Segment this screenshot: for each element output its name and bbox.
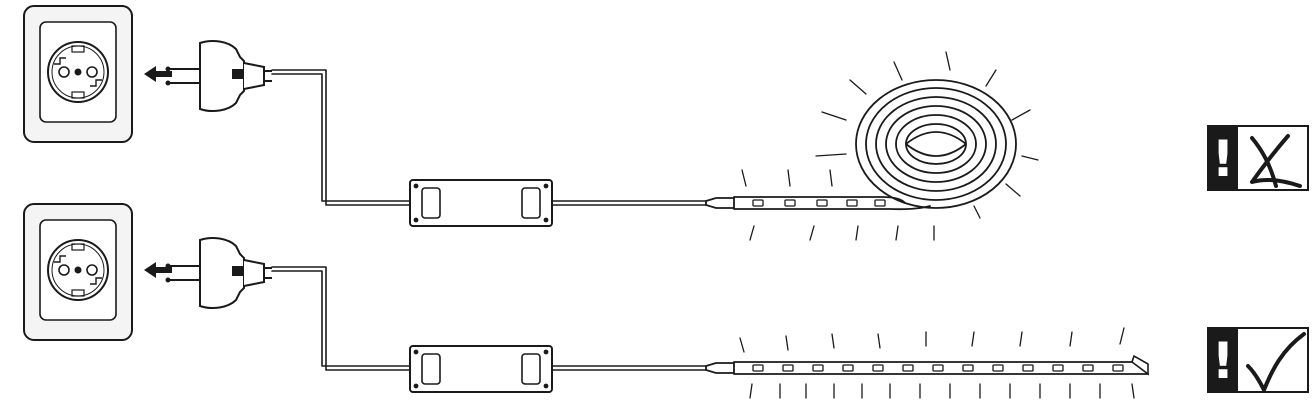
strip-connector xyxy=(705,362,735,374)
wall-outlet xyxy=(23,203,133,341)
scenario-coiled: ! xyxy=(23,5,1309,241)
led-strip-straight xyxy=(733,196,931,211)
led-driver xyxy=(409,345,553,393)
warning-symbol: ! xyxy=(1212,130,1235,188)
warning-check-icon: ! xyxy=(1207,327,1309,393)
light-rays xyxy=(741,51,1039,241)
warning-symbol: ! xyxy=(1212,332,1235,390)
scenario-unrolled: ! xyxy=(23,203,1309,399)
strip-connector xyxy=(705,197,735,209)
led-strip-coil xyxy=(855,79,1017,209)
led-driver xyxy=(409,179,553,227)
power-plug xyxy=(164,40,273,112)
output-cable xyxy=(551,365,707,371)
power-cable xyxy=(271,266,411,371)
light-rays xyxy=(739,327,1135,399)
led-strip-straight xyxy=(733,354,1149,376)
power-plug xyxy=(164,237,273,309)
wall-outlet xyxy=(23,5,133,143)
power-cable xyxy=(271,69,411,206)
output-cable xyxy=(551,200,707,206)
warning-cross-icon: ! xyxy=(1207,125,1309,191)
